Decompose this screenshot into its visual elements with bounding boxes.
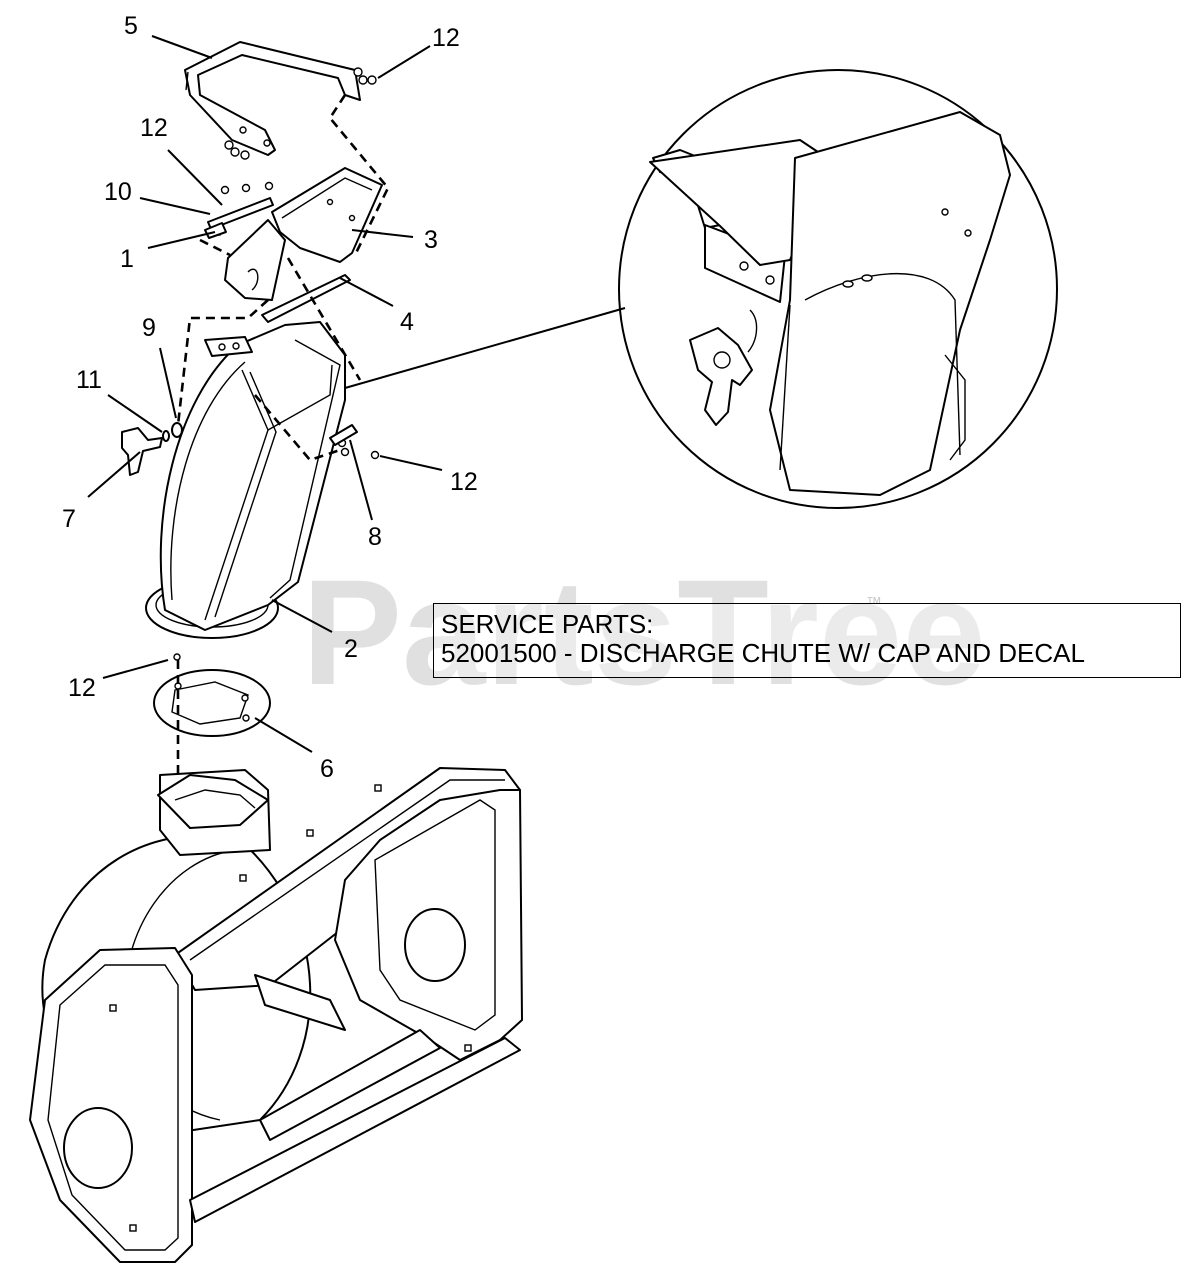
deflector-hinge: [261, 274, 351, 323]
callout-9: 9: [142, 314, 156, 342]
washer: [162, 422, 183, 442]
adjustment-bracket: [184, 41, 361, 156]
callout-12-bottom: 12: [68, 674, 96, 702]
service-parts-line: 52001500 - DISCHARGE CHUTE W/ CAP AND DE…: [441, 638, 1085, 668]
callout-11: 11: [76, 366, 102, 394]
callout-4: 4: [400, 308, 414, 336]
watermark: PartsTree: [302, 548, 986, 716]
callout-3: 3: [424, 226, 438, 254]
callout-12-right: 12: [450, 468, 478, 496]
callout-8: 8: [368, 523, 382, 551]
knob: [121, 427, 163, 476]
carriage-bolt: [329, 424, 358, 446]
callout-6: 6: [320, 755, 334, 783]
callout-7: 7: [62, 505, 76, 533]
leader-lines: [87, 35, 626, 753]
hardware-nuts: [173, 67, 380, 661]
service-parts-box: SERVICE PARTS: 52001500 - DISCHARGE CHUT…: [433, 603, 1181, 678]
deflector-cap: [271, 167, 383, 263]
callout-10: 10: [104, 178, 132, 206]
assembly-lines: [176, 94, 390, 775]
hinge-pin: [204, 197, 274, 239]
callout-2: 2: [344, 635, 358, 663]
service-parts-heading: SERVICE PARTS:: [441, 609, 654, 639]
callout-12-top: 12: [432, 24, 460, 52]
discharge-chute: [159, 321, 346, 631]
callout-5: 5: [124, 12, 138, 40]
chute-flange-plate: [153, 669, 271, 737]
callout-1: 1: [120, 245, 134, 273]
detail-view: [618, 69, 1058, 509]
auger-housing: [29, 767, 523, 1263]
callout-12-left: 12: [140, 114, 168, 142]
callout-labels: 5 12 12 10 1 3 4 9 11 7 12 8 2 12 6: [62, 12, 478, 783]
